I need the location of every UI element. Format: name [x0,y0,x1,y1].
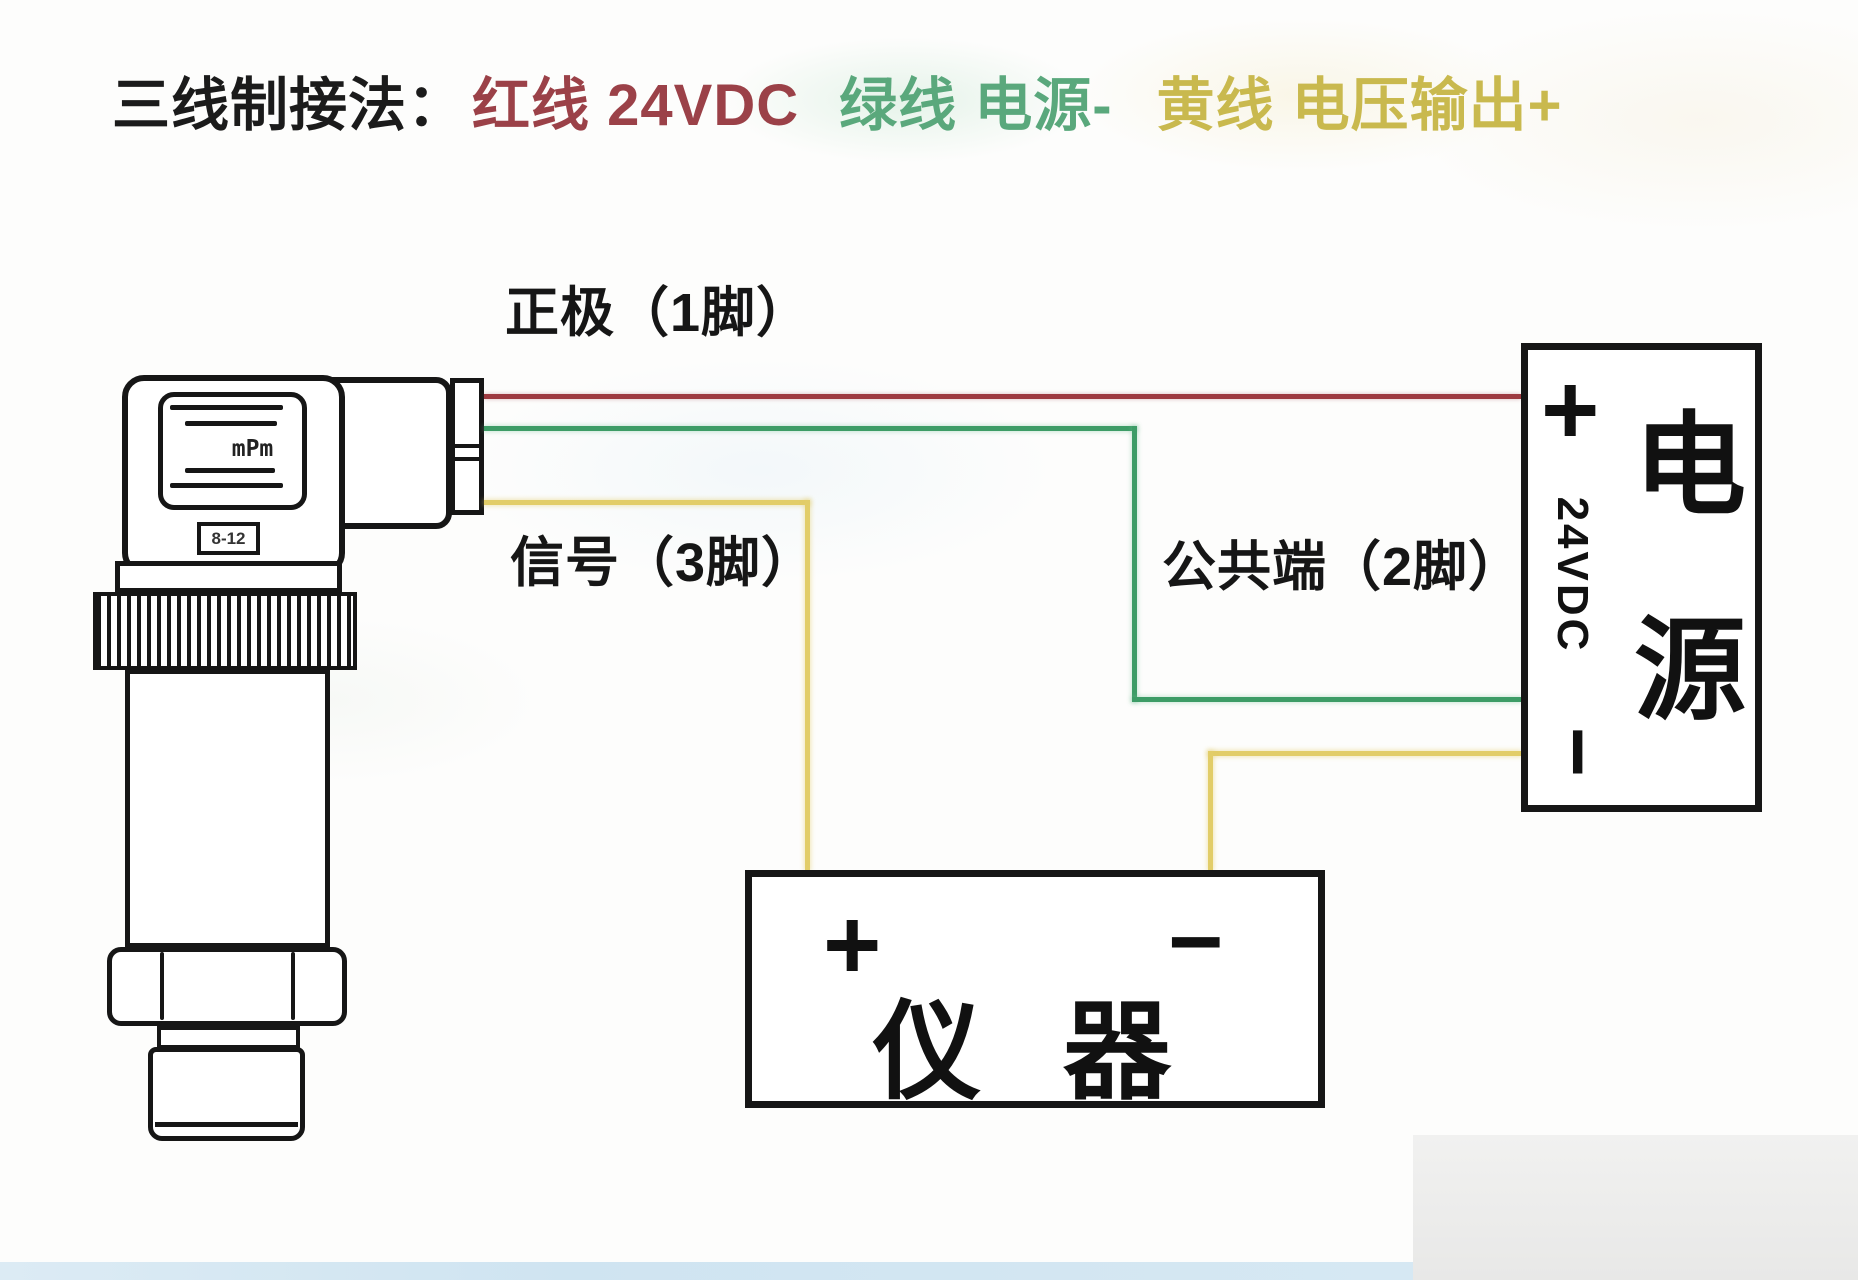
nameplate-line [185,421,277,426]
gland-divider [455,444,479,448]
stud-collar [157,1026,300,1049]
hex-facet-line [291,952,295,1020]
page-title: 三线制接法：红线 24VDC 绿线 电源- 黄线 电压输出+ [112,58,1563,142]
green-wire-segment-bottom [1132,697,1521,702]
cable-gland [450,378,484,515]
power-plus-terminal: + [1541,354,1600,466]
legend-yellow-wire: 黄线 电压输出+ [1156,73,1563,138]
transmitter-nameplate [158,392,307,510]
instrument-box [745,870,1325,1108]
legend-green-wire: 绿线 电源- [839,73,1113,138]
power-box-name-char: 源 [1634,608,1746,733]
knurled-ring [93,592,357,670]
transmitter-tag: 8-12 [197,522,260,555]
title-prefix: 三线制接法： [112,73,467,138]
label-signal-pin3: 信号（3脚） [510,533,817,593]
label-common-pin2: 公共端（2脚） [1162,537,1524,597]
nameplate-brand-text: mPm [231,436,274,462]
nameplate-line [185,468,275,473]
instrument-minus-terminal: − [1168,889,1224,995]
power-supply-box [1521,343,1762,812]
power-voltage-label: 24VDC [1548,496,1597,654]
watermark-gray-patch [1413,1135,1858,1280]
green-wire-segment-vertical [1132,426,1137,702]
yellow-wire-signal-vertical [805,500,810,870]
power-box-name-char: 电 [1634,403,1746,528]
yellow-wire-signal-horizontal [484,500,810,505]
red-wire-horizontal [484,394,1521,399]
yellow-wire-return-horizontal [1208,751,1521,756]
green-wire-segment-top [484,426,1137,431]
transmitter-tag-text: 8-12 [211,528,246,548]
hex-facet-line [160,952,164,1020]
yellow-wire-return-vertical [1208,751,1213,870]
nameplate-line [170,405,283,410]
instrument-box-name: 仪 器 [872,991,1197,1112]
gland-divider [455,457,479,461]
instrument-plus-terminal: + [823,889,882,1001]
transmitter-body [125,669,330,948]
hex-nut [107,947,347,1026]
transmitter-elbow [326,377,452,529]
thread-line [155,1122,298,1127]
threaded-stud [148,1047,305,1141]
nameplate-line [170,483,283,488]
label-positive-pin1: 正极（1脚） [505,283,812,343]
power-minus-terminal: − [1530,726,1626,778]
legend-red-wire: 红线 24VDC [472,73,800,138]
bottom-blue-strip [0,1262,1413,1280]
transmitter-collar [115,561,342,593]
